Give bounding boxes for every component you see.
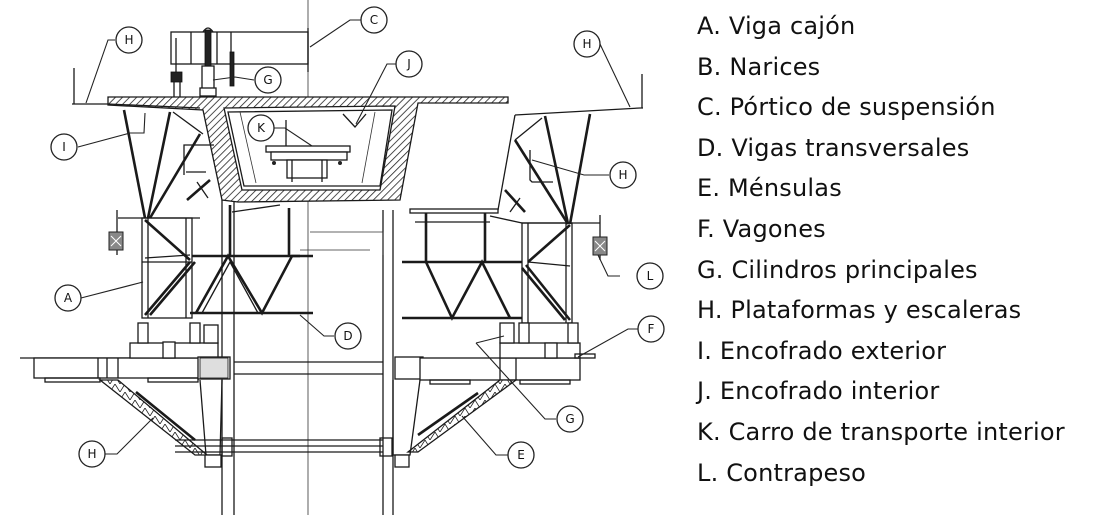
- svg-text:J: J: [406, 57, 411, 71]
- legend-item-a: A. Viga cajón: [697, 12, 856, 40]
- legend-item-f: F. Vagones: [697, 214, 826, 243]
- svg-text:I: I: [62, 140, 66, 154]
- svg-text:D: D: [343, 329, 352, 343]
- legend: A. Viga cajón B. Narices C. Pórtico de s…: [697, 8, 1065, 495]
- svg-text:C: C: [370, 13, 378, 27]
- lower-platform: [20, 322, 596, 385]
- callout-H-bottom-left: H: [78, 440, 106, 468]
- svg-text:A: A: [64, 291, 73, 305]
- svg-text:L: L: [647, 269, 654, 283]
- svg-text:H: H: [87, 447, 96, 461]
- technical-drawing: H C G J H I K H L A D F G H E: [20, 0, 665, 515]
- svg-text:E: E: [517, 448, 525, 462]
- leader-lines: [77, 19, 638, 456]
- legend-item-g: G. Cilindros principales: [697, 255, 978, 284]
- svg-text:H: H: [618, 168, 627, 182]
- callout-G-top: G: [254, 66, 282, 94]
- callout-C: C: [360, 6, 388, 34]
- legend-item-j: J. Encofrado interior: [697, 377, 940, 406]
- svg-text:G: G: [565, 412, 574, 426]
- callout-K: K: [247, 114, 275, 142]
- callout-A: A: [54, 284, 82, 312]
- legend-item-c: C. Pórtico de suspensión: [697, 93, 996, 122]
- legend-item-d: D. Vigas transversales: [697, 133, 970, 162]
- brackets-and-stairs: [98, 379, 518, 468]
- pier-lines: [221, 0, 394, 515]
- callout-L: L: [636, 262, 664, 290]
- svg-text:G: G: [263, 73, 272, 87]
- right-frame-tower: [520, 215, 608, 324]
- left-transverse-truss: [190, 204, 313, 316]
- svg-text:F: F: [648, 322, 655, 336]
- callout-E: E: [507, 441, 535, 469]
- suspension-portal: [170, 27, 309, 98]
- right-outer-formwork: [497, 74, 643, 225]
- callout-H-top-left: H: [115, 26, 143, 54]
- callout-G-bottom: G: [556, 405, 584, 433]
- legend-item-b: B. Narices: [697, 52, 821, 81]
- callout-F: F: [637, 315, 665, 343]
- callout-J: J: [395, 50, 423, 78]
- legend-item-k: K. Carro de transporte interior: [697, 417, 1065, 446]
- legend-item-i: I. Encofrado exterior: [697, 336, 947, 365]
- right-transverse-truss: [402, 208, 523, 321]
- callout-H-top-right: H: [573, 30, 601, 58]
- callout-D: D: [334, 322, 362, 350]
- callout-H-mid-right: H: [609, 161, 637, 189]
- interior-carriage: [265, 120, 351, 182]
- svg-text:H: H: [124, 33, 133, 47]
- callout-I: I: [50, 133, 78, 161]
- left-frame-tower: [108, 210, 200, 319]
- legend-item-h: H. Plataformas y escaleras: [697, 296, 1022, 325]
- left-outer-formwork: [72, 68, 214, 219]
- legend-item-e: E. Ménsulas: [697, 174, 842, 203]
- svg-text:K: K: [257, 121, 266, 135]
- legend-item-l: L. Contrapeso: [697, 458, 867, 487]
- svg-text:H: H: [582, 37, 591, 51]
